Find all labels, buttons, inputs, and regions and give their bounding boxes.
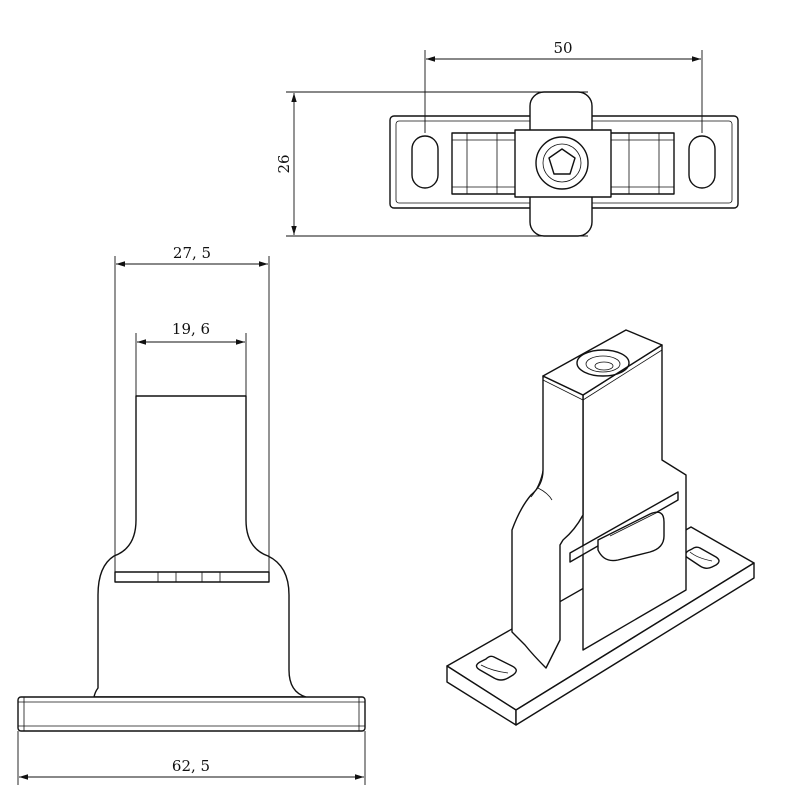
socket-screw-head <box>535 136 589 190</box>
top-view: 50 26 <box>275 39 739 237</box>
dimension-front-base-width: 62, 5 <box>172 757 210 775</box>
iso-rear-slot <box>684 546 720 569</box>
iso-screw-counterbore <box>576 349 630 377</box>
right-slot-hole <box>688 135 716 189</box>
isometric-view <box>446 329 755 726</box>
dimension-front-head-width: 19, 6 <box>172 320 210 338</box>
dimension-front-overall-width: 27, 5 <box>173 244 211 262</box>
left-slot-hole <box>411 135 439 189</box>
iso-front-slot <box>475 655 517 681</box>
dimension-top-height: 26 <box>275 154 293 173</box>
dimension-top-width: 50 <box>553 39 572 57</box>
front-view: 27, 5 19, 6 62, 5 <box>17 244 366 785</box>
hex-socket-icon <box>548 148 576 175</box>
